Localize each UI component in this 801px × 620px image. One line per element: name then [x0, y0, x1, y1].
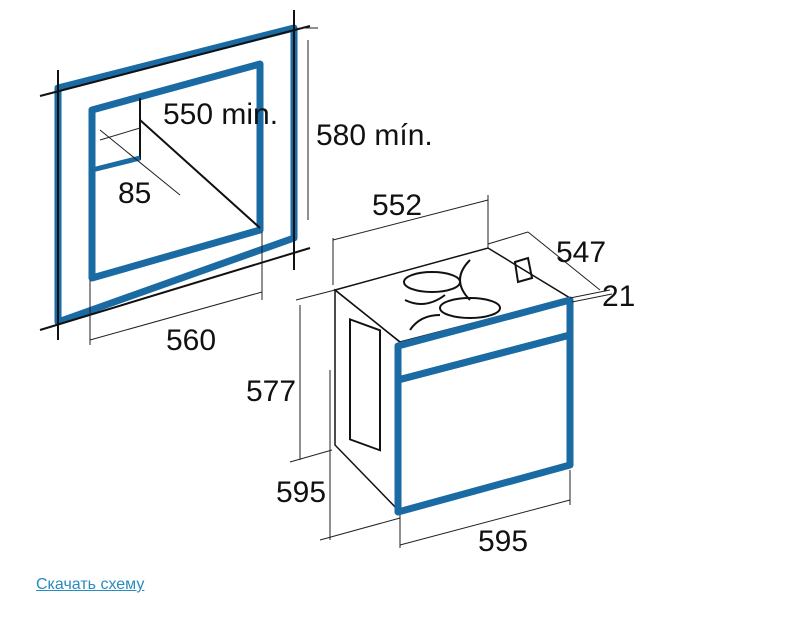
oven-top-width-label: 552 [372, 189, 422, 222]
oven-width-label: 595 [478, 525, 528, 558]
oven-height-label: 595 [276, 476, 326, 509]
door-thickness-label: 21 [602, 280, 635, 313]
oven-drawing [289, 195, 613, 548]
niche-offset-label: 85 [118, 177, 151, 210]
niche-depth-label: 550 min. [163, 98, 278, 131]
niche-height-label: 580 mín. [316, 119, 433, 152]
installation-diagram: 550 min. 580 mín. 85 560 552 547 21 577 … [39, 10, 635, 558]
download-scheme-link[interactable]: Скачать схему [36, 576, 145, 593]
niche-width-label: 560 [166, 324, 216, 357]
oven-body-height-label: 577 [246, 375, 296, 408]
niche-drawing [39, 10, 318, 345]
oven-depth-label: 547 [556, 236, 606, 269]
